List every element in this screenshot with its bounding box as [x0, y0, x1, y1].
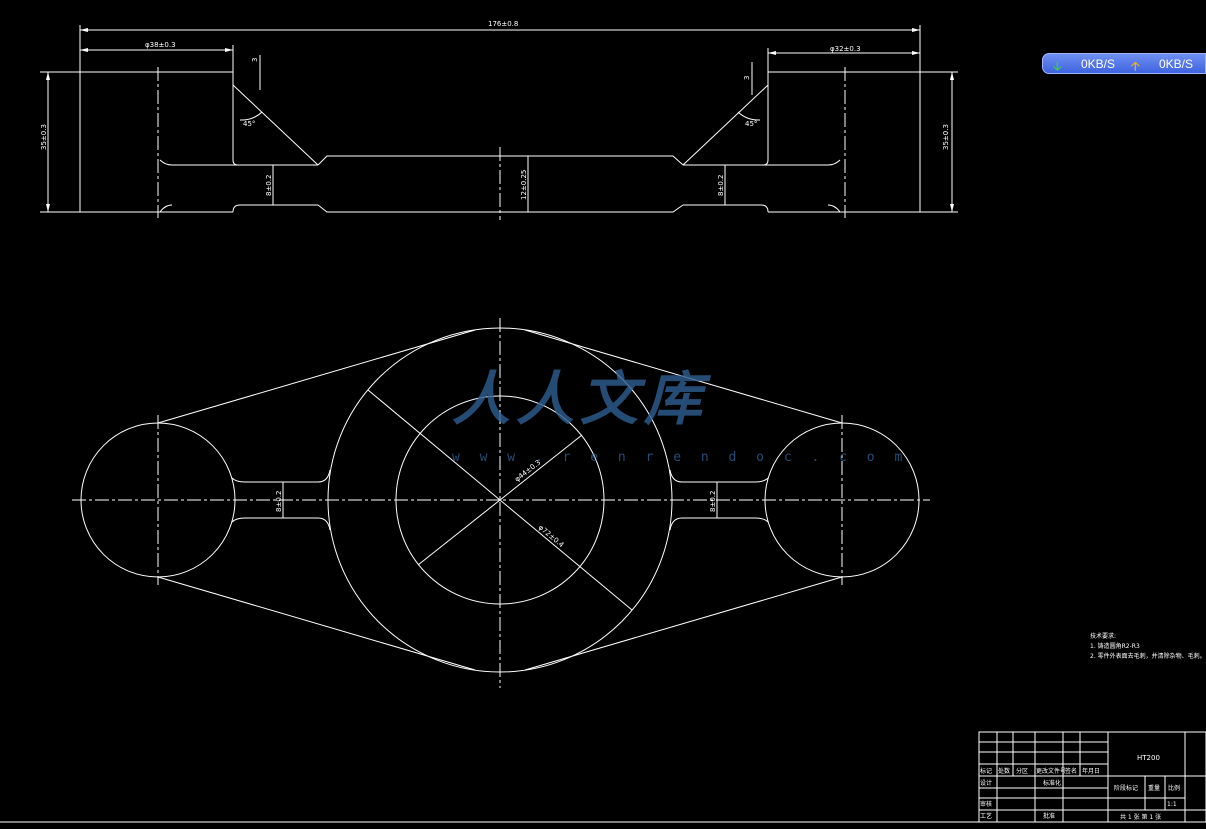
- dim-outer-boss: φ72±0.4: [537, 523, 566, 549]
- tb-design: 设计: [980, 779, 992, 787]
- dim-web-right: 8±0.2: [717, 175, 725, 196]
- front-view: [40, 25, 958, 220]
- tb-weight: 重量: [1148, 784, 1160, 792]
- dim-left-height: 35±0.3: [40, 124, 48, 150]
- dim-rib-right: 8±0.2: [709, 491, 717, 512]
- dim-right-lug: φ32±0.3: [830, 45, 861, 53]
- watermark-url: w w w . r e n r e n d o c . c o m: [452, 450, 909, 465]
- down-arrow-icon: 🡣: [1053, 59, 1062, 73]
- title-block: [978, 731, 1206, 823]
- notes-line-1: 1. 铸造圆角R2-R3: [1090, 643, 1140, 650]
- watermark-logo: 人人文库: [452, 365, 709, 433]
- dim-angle-left: 45°: [243, 120, 255, 128]
- dim-chamfer-left: 3: [251, 58, 259, 62]
- dim-total-width: 176±0.8: [488, 20, 518, 28]
- dim-angle-right: 45°: [745, 120, 757, 128]
- dim-rib-left: 8±0.2: [275, 491, 283, 512]
- tb-stage: 阶段标记: [1114, 784, 1138, 792]
- dim-web-center: 12±0.25: [520, 170, 528, 200]
- tb-sheet-info: 共 1 张 第 1 张: [1120, 813, 1161, 821]
- tb-col-mark: 标记: [980, 767, 992, 775]
- tb-col-count: 处数: [998, 767, 1010, 775]
- notes-heading: 技术要求:: [1090, 633, 1117, 640]
- notes-line-2: 2. 零件外表面去毛刺，并清除杂物、毛刺。: [1090, 653, 1206, 660]
- network-speed-widget[interactable]: 🡣 0KB/S 🡡 0KB/S: [1042, 53, 1206, 74]
- download-rate: 0KB/S: [1081, 57, 1116, 71]
- up-arrow-icon: 🡡: [1131, 59, 1140, 73]
- dim-chamfer-right: 3: [743, 76, 751, 80]
- upload-rate: 0KB/S: [1159, 57, 1194, 71]
- tb-review: 审核: [980, 800, 992, 808]
- tb-scale: 比例: [1168, 784, 1180, 792]
- tb-scale-value: 1:1: [1167, 801, 1177, 808]
- tb-approve: 批准: [1043, 812, 1055, 820]
- tb-process: 工艺: [980, 812, 992, 820]
- tb-col-date: 年月日: [1082, 767, 1100, 775]
- material-label: HT200: [1137, 754, 1160, 762]
- technical-notes: 技术要求: 1. 铸造圆角R2-R3 2. 零件外表面去毛刺，并清除杂物、毛刺。: [1090, 632, 1206, 662]
- tb-col-sign: 签名: [1065, 767, 1077, 775]
- dim-right-height: 35±0.3: [942, 124, 950, 150]
- tb-col-doc: 更改文件号: [1036, 767, 1066, 775]
- dim-left-lug: φ38±0.3: [145, 41, 176, 49]
- top-view: [72, 318, 930, 688]
- dim-web-left: 8±0.2: [265, 175, 273, 196]
- tb-standard: 标准化: [1043, 779, 1061, 787]
- tb-col-zone: 分区: [1016, 767, 1028, 775]
